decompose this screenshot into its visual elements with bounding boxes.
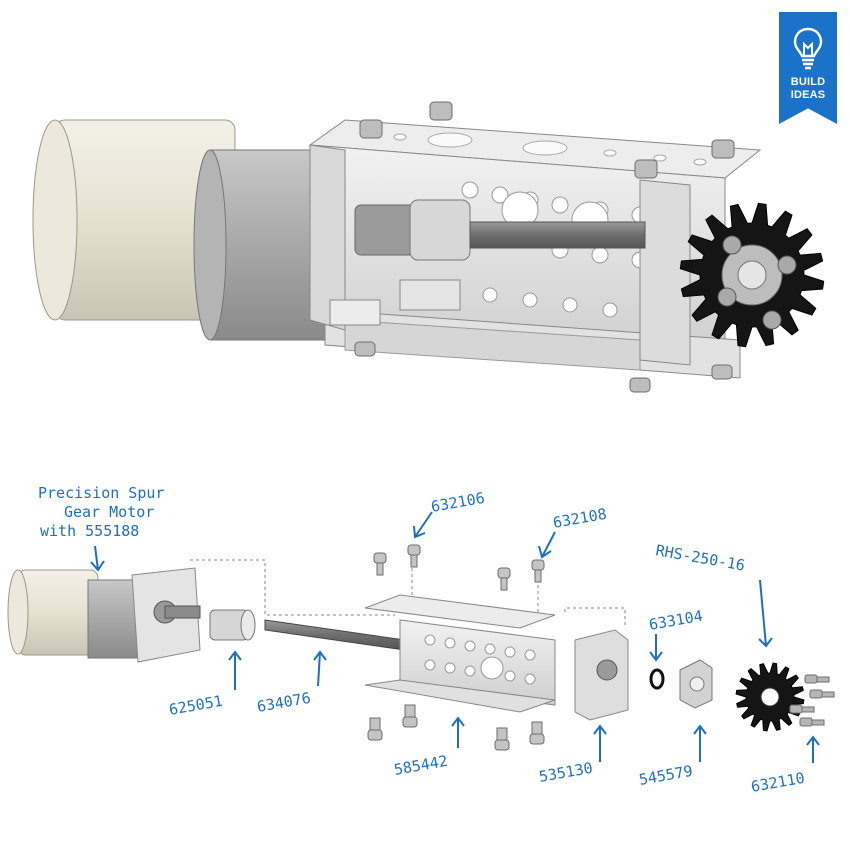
build-ideas-badge: BUILD IDEAS [779, 12, 837, 124]
part-633104-spacer [649, 668, 665, 690]
label-545579: 545579 [638, 762, 694, 789]
part-545579-hub [679, 659, 713, 709]
part-585442-channel [364, 594, 556, 713]
arrow-icon [90, 511, 820, 763]
lightbulb-icon [793, 27, 823, 70]
part-632108-bolts [497, 559, 545, 591]
label-633104: 633104 [648, 607, 704, 634]
label-632110: 632110 [750, 769, 806, 796]
badge-line1: BUILD [790, 76, 826, 88]
lower-bolts [367, 704, 545, 751]
part-632110-bolts [789, 674, 835, 727]
part-rhs-sprocket [735, 662, 805, 732]
channel-frame [308, 119, 762, 379]
part-632106-bolts [373, 544, 421, 576]
motor-callout-line1: Precision Spur [38, 484, 164, 502]
frame-bolts [354, 101, 735, 393]
label-535130: 535130 [538, 759, 594, 786]
label-625051: 625051 [168, 692, 224, 719]
part-535130-plate [574, 629, 629, 721]
part-634076-shaft [264, 619, 406, 651]
motor-callout-line2: Gear Motor [64, 503, 154, 521]
label-632108: 632108 [552, 505, 608, 532]
part-625051-hub [209, 609, 256, 641]
motor-can [32, 119, 341, 341]
motor-exploded [7, 567, 201, 663]
badge-label: BUILD IDEAS [779, 76, 837, 102]
exploded-view: Precision Spur Gear Motor with 555188 62… [7, 484, 835, 796]
alignment-guides [190, 559, 626, 625]
motor-callout-line3: with 555188 [40, 522, 139, 540]
label-rhs-250-16: RHS-250-16 [654, 541, 746, 574]
label-632106: 632106 [430, 489, 486, 516]
assembled-sprocket [679, 202, 825, 348]
badge-line2: IDEAS [790, 89, 826, 101]
assembled-view [32, 101, 825, 393]
label-585442: 585442 [393, 752, 449, 779]
shaft-assembly [329, 199, 646, 326]
label-634076: 634076 [256, 689, 312, 716]
